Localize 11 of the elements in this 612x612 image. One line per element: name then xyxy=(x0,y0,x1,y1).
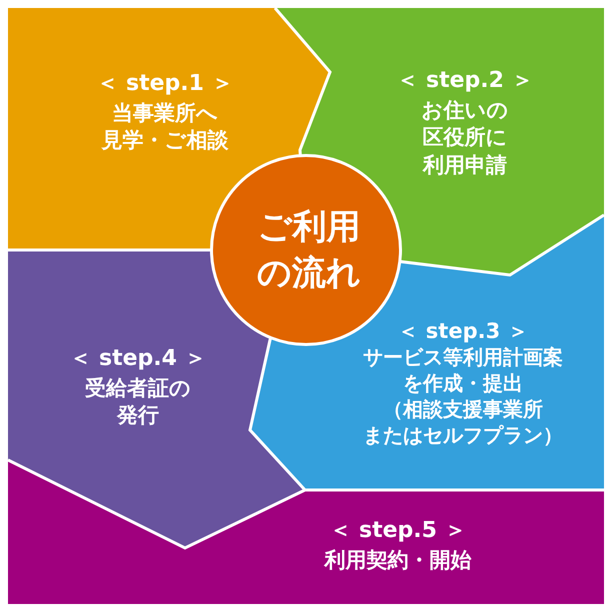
step-heading: ＜ step.3 ＞ xyxy=(397,318,529,345)
step-description: お住いの区役所に利用申請 xyxy=(422,97,508,179)
step-heading: ＜ step.1 ＞ xyxy=(96,70,234,98)
step-heading: ＜ step.2 ＞ xyxy=(396,67,534,95)
step-heading: ＜ step.4 ＞ xyxy=(69,345,207,373)
step-description: サービス等利用計画案を作成・提出（相談支援事業所またはセルフプラン） xyxy=(363,344,563,448)
step-description: 当事業所へ見学・ご相談 xyxy=(102,100,228,154)
step-description: 利用契約・開始 xyxy=(324,547,472,574)
step-description: 受給者証の発行 xyxy=(85,375,191,430)
step-heading: ＜ step.5 ＞ xyxy=(329,517,467,545)
circle-label: ご利用の流れ xyxy=(257,206,361,295)
